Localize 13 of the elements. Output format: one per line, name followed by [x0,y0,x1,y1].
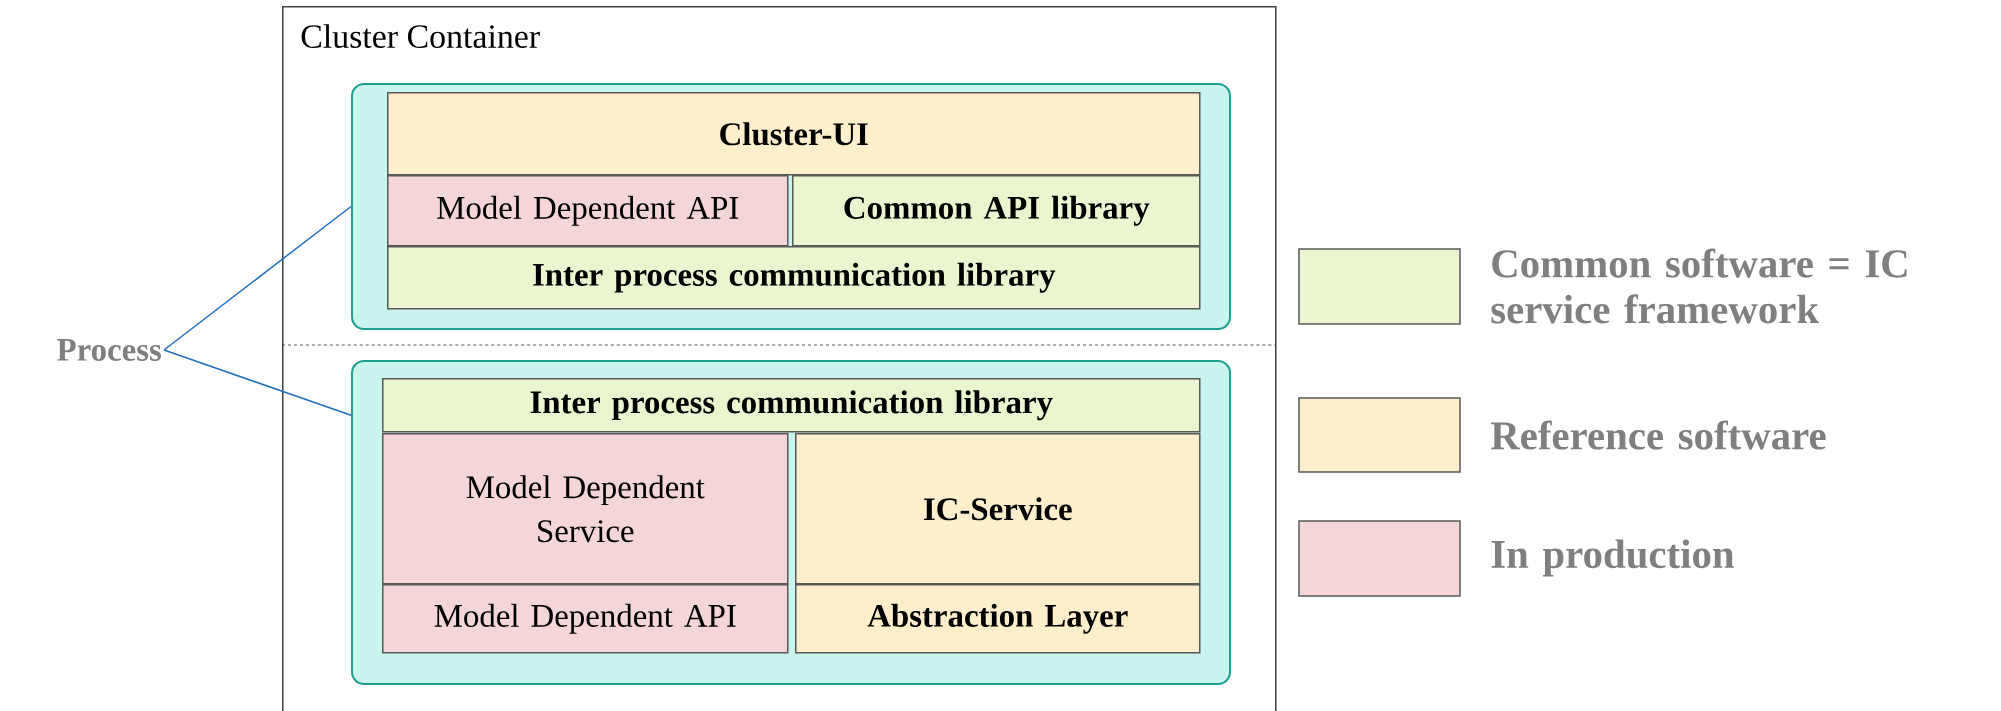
leader-line [163,349,352,416]
layer-box: Abstraction Layer [795,584,1201,654]
layer-box: Inter process communication library [387,246,1201,310]
layer-box: Common API library [792,175,1201,247]
leader-line [163,205,352,351]
process-label: Process [57,339,161,361]
layer-box: Inter process communication library [382,378,1201,433]
legend-label: In production [1491,539,1734,577]
layer-box: Cluster-UI [387,92,1201,176]
legend-label: Common software = IC service framework [1491,248,1907,324]
legend-label: Reference software [1490,420,1826,450]
layer-box: Model Dependent API [382,584,789,654]
layer-box: Model Dependent API [387,175,789,247]
